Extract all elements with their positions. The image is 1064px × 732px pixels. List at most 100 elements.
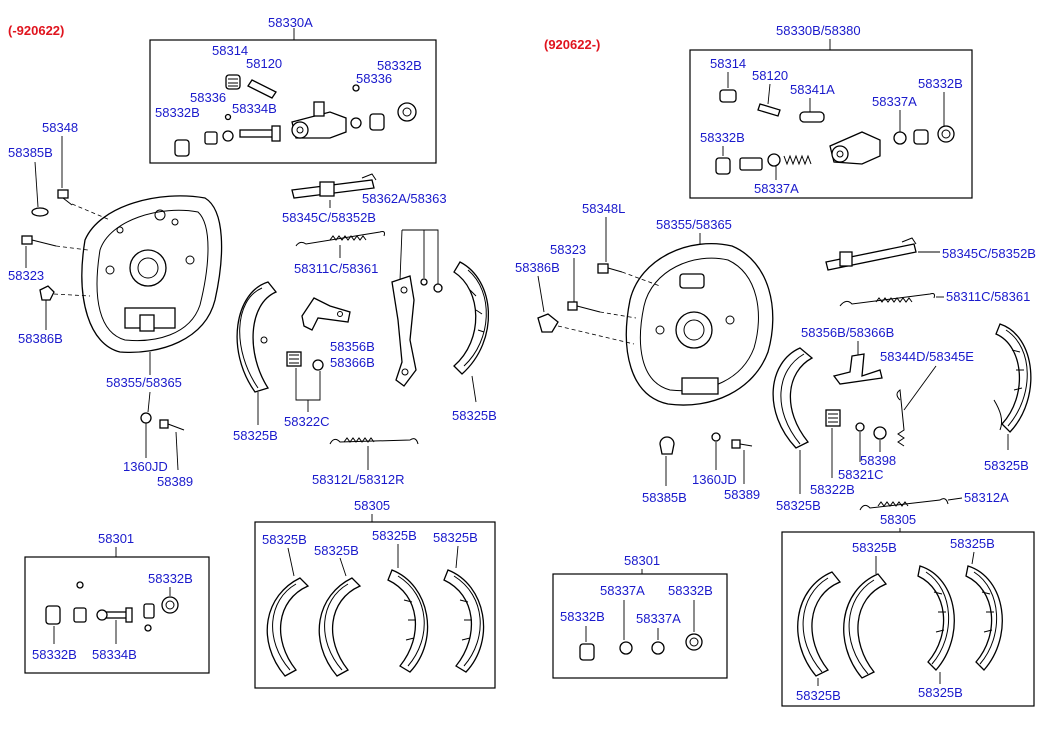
label-58325b-kit-2: 58325B xyxy=(314,543,359,558)
label-58345c-left: 58345C/58352B xyxy=(282,210,376,225)
right-brake-shoe-b xyxy=(993,323,1032,433)
right-bolt-58348l xyxy=(597,263,623,274)
label-58305-right: 58305 xyxy=(880,512,916,527)
label-58366b-left: 58366B xyxy=(330,355,375,370)
left-washer-1360jd xyxy=(140,412,152,424)
label-58348l: 58348L xyxy=(582,201,625,216)
right-spring xyxy=(783,154,812,166)
right-adjusting-lever xyxy=(832,353,883,385)
right-kit-shoe-1 xyxy=(797,571,842,677)
label-58311c-left: 58311C/58361 xyxy=(294,261,378,276)
label-58356b-right: 58356B/58366B xyxy=(801,325,894,340)
right-wheel-cylinder-kit-box xyxy=(689,49,973,199)
label-58325b-right-a: 58325B xyxy=(776,498,821,513)
label-58332b-mid-left: 58332B xyxy=(155,105,200,120)
label-58355-right: 58355/58365 xyxy=(656,217,732,232)
right-kit-shoe-4 xyxy=(965,565,1003,671)
right-adjuster-58345c xyxy=(825,237,917,271)
label-58305-left: 58305 xyxy=(354,498,390,513)
right-kit-boot-a xyxy=(579,643,595,661)
label-58323-left: 58323 xyxy=(8,268,44,283)
left-kit-shoe-4 xyxy=(443,569,485,673)
left-bolt-58323 xyxy=(21,235,57,247)
right-pin-58398 xyxy=(873,426,887,440)
label-58337a-kit-1: 58337A xyxy=(600,583,645,598)
label-58344d-right: 58344D/58345E xyxy=(880,349,974,364)
label-58356b-left: 58356B xyxy=(330,339,375,354)
label-58314-right: 58314 xyxy=(710,56,746,71)
left-wheel-cylinder-kit xyxy=(149,28,437,164)
label-58323-right: 58323 xyxy=(550,242,586,257)
left-dust-boot xyxy=(174,139,190,157)
left-clip-58363 xyxy=(420,278,428,286)
label-58345c-right: 58345C/58352B xyxy=(942,246,1036,261)
label-58355-left: 58355/58365 xyxy=(106,375,182,390)
label-58362a-left: 58362A/58363 xyxy=(362,191,447,206)
right-spring-58344d xyxy=(896,389,905,447)
label-58332b-mid-right: 58332B xyxy=(700,130,745,145)
right-shoe-kit-box xyxy=(781,531,1035,707)
right-cup-58341a xyxy=(799,111,825,123)
left-plug-58385b xyxy=(31,207,49,217)
right-washer-58321c xyxy=(855,422,865,432)
label-58398-right: 58398 xyxy=(860,453,896,468)
label-58120-left: 58120 xyxy=(246,56,282,71)
left-spring-58312l xyxy=(329,438,419,445)
left-boot-right xyxy=(397,102,417,122)
label-58334b-left: 58334B xyxy=(232,101,277,116)
label-58325b-left-b: 58325B xyxy=(452,408,497,423)
label-58301-right: 58301 xyxy=(624,553,660,568)
right-grommet-58386b xyxy=(537,313,559,333)
label-58325b-kit-right-4: 58325B xyxy=(918,685,963,700)
label-58386b-left: 58386B xyxy=(18,331,63,346)
left-bleeder-cap xyxy=(225,74,241,90)
label-58332b-top-right: 58332B xyxy=(918,76,963,91)
right-brake-shoe-a xyxy=(772,347,814,449)
label-58336-a: 58336 xyxy=(356,71,392,86)
label-1360jd-right: 1360JD xyxy=(692,472,737,487)
label-58332b-top-left: 58332B xyxy=(377,58,422,73)
label-58312l: 58312L/58312R xyxy=(312,472,405,487)
right-repair-kit-box xyxy=(552,573,728,679)
right-backing-plate xyxy=(625,242,774,406)
label-58325b-left-a: 58325B xyxy=(233,428,278,443)
right-range-label: (920622-) xyxy=(544,37,600,52)
label-58337a-top-right: 58337A xyxy=(872,94,917,109)
right-plug-58385b xyxy=(659,436,675,455)
label-58386b-right: 58386B xyxy=(515,260,560,275)
label-58385b-left: 58385B xyxy=(8,145,53,160)
right-bolt-58389 xyxy=(731,439,753,449)
left-piston-cup xyxy=(204,131,218,145)
label-58325b-kit-right-3: 58325B xyxy=(796,688,841,703)
label-58322c-left: 58322C xyxy=(284,414,330,429)
left-adjuster-58345c xyxy=(291,173,377,199)
label-58301-left: 58301 xyxy=(98,531,134,546)
label-58337a-kit-2: 58337A xyxy=(636,611,681,626)
right-spring-58311c xyxy=(839,293,935,307)
label-58325b-kit-right-1: 58325B xyxy=(852,540,897,555)
right-bolt-58323 xyxy=(567,301,601,313)
right-ring-58337a xyxy=(893,131,907,145)
left-brake-shoe-a xyxy=(236,281,278,393)
left-bolt-58348 xyxy=(57,189,73,206)
left-bleeder-screw xyxy=(247,79,277,99)
left-spring-58311c xyxy=(295,231,385,247)
label-58389-left: 58389 xyxy=(157,474,193,489)
label-58120-right: 58120 xyxy=(752,68,788,83)
right-boot-left xyxy=(715,157,731,175)
label-58322b-right: 58322B xyxy=(810,482,855,497)
left-kit-boot-b xyxy=(161,596,179,614)
left-backing-plate xyxy=(81,195,223,354)
label-58337a-bot-right: 58337A xyxy=(754,181,799,196)
label-1360jd-left: 1360JD xyxy=(123,459,168,474)
left-repair-kit-box xyxy=(24,556,210,674)
right-wheel-cylinder xyxy=(829,131,881,165)
label-58389-right: 58389 xyxy=(724,487,760,502)
left-kit-boot-a xyxy=(45,605,61,625)
label-58321c-right: 58321C xyxy=(838,467,884,482)
right-bleeder-screw xyxy=(757,103,781,117)
right-piston xyxy=(739,157,763,171)
label-58332b-kit-left: 58332B xyxy=(32,647,77,662)
